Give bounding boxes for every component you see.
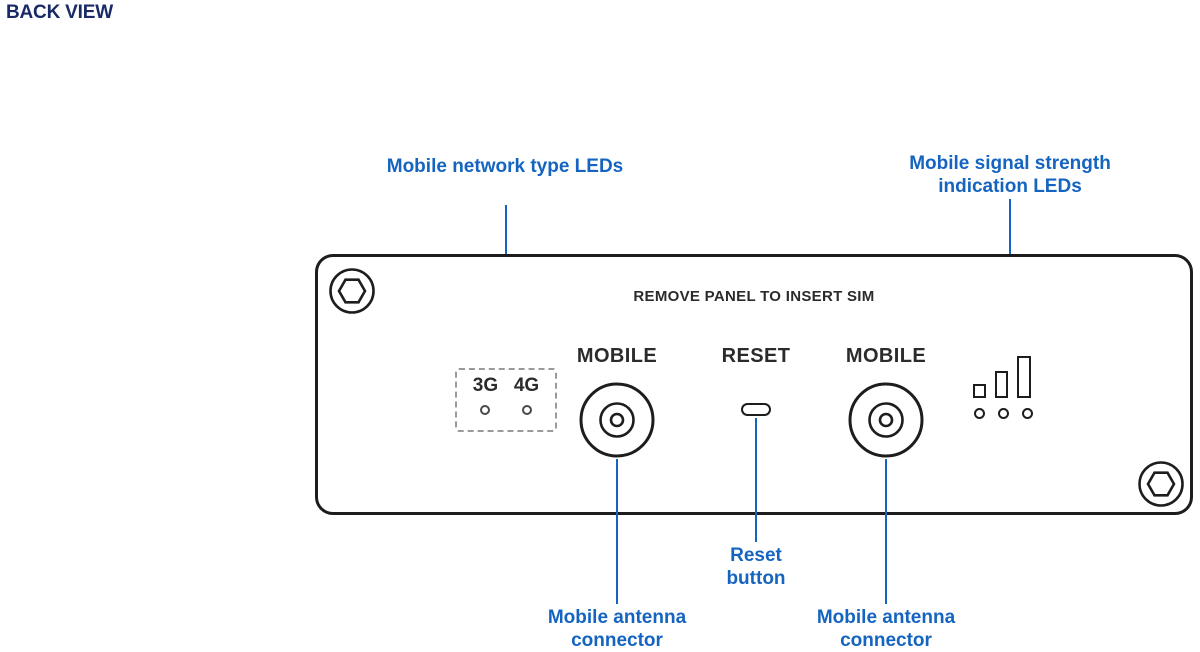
- signal-led-indicator: [998, 408, 1009, 419]
- callout-antenna-connector-left: Mobile antenna connector: [547, 607, 687, 651]
- hex-screw-icon: [1138, 461, 1184, 507]
- hex-screw-icon: [329, 268, 375, 314]
- signal-led-indicator: [1022, 408, 1033, 419]
- network-type-led-group: 3G 4G: [455, 368, 557, 432]
- device-back-panel: REMOVE PANEL TO INSERT SIM MOBILE RESET …: [315, 254, 1193, 515]
- reset-button[interactable]: [741, 403, 771, 416]
- mobile-antenna-connector-icon: [579, 382, 655, 458]
- signal-bar-small: [973, 384, 986, 398]
- reset-port-label: RESET: [721, 345, 791, 367]
- leader-line-antenna-right: [885, 459, 887, 604]
- leader-line-antenna-left: [616, 459, 618, 604]
- callout-antenna-connector-right: Mobile antenna connector: [816, 607, 956, 651]
- callout-reset-button: Reset button: [726, 545, 786, 589]
- led-3g-label: 3G: [472, 375, 499, 396]
- led-4g-indicator: [521, 405, 532, 415]
- led-3g-indicator: [480, 405, 491, 415]
- led-3g-group: 3G: [473, 375, 498, 430]
- led-4g-label: 4G: [513, 375, 540, 396]
- led-4g-group: 4G: [514, 375, 539, 430]
- callout-network-type-leds: Mobile network type LEDs: [386, 156, 624, 177]
- sim-panel-notice: REMOVE PANEL TO INSERT SIM: [633, 288, 875, 305]
- mobile-antenna-connector-icon: [848, 382, 924, 458]
- mobile-port-label-left: MOBILE: [576, 345, 658, 367]
- signal-bar-large: [1017, 356, 1031, 398]
- page-title: BACK VIEW: [6, 2, 113, 23]
- signal-led-indicator: [974, 408, 985, 419]
- signal-strength-led-group: [973, 356, 1033, 419]
- signal-bar-medium: [995, 371, 1008, 398]
- callout-signal-strength-leds: Mobile signal strength indication LEDs: [909, 153, 1111, 197]
- signal-bars-icon: [973, 356, 1033, 398]
- mobile-port-label-right: MOBILE: [845, 345, 927, 367]
- signal-led-dots: [974, 408, 1033, 419]
- leader-line-reset: [755, 418, 757, 542]
